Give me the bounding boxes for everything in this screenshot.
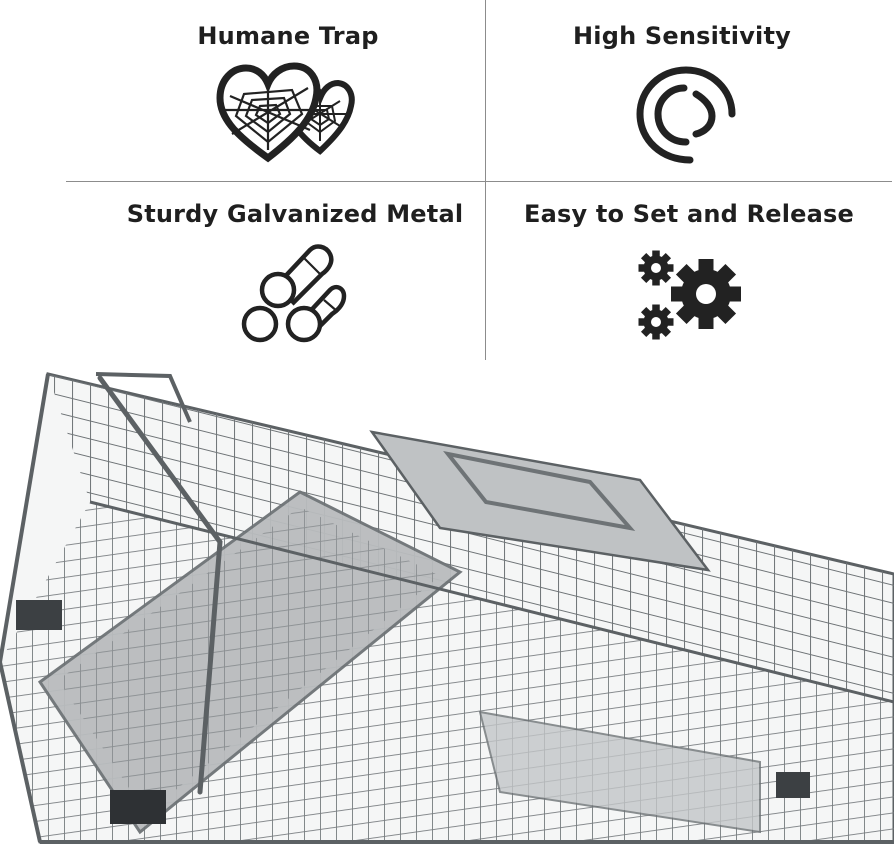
spiral-icon [636,66,736,164]
gears-icon [638,250,741,340]
cage-trap-image [0,372,894,844]
feature-label-sturdy-galvanized-metal: Sturdy Galvanized Metal [126,200,464,228]
vertical-divider [485,0,486,360]
metal-pipes-icon [241,244,347,343]
horizontal-divider [66,181,892,182]
feature-label-humane-trap: Humane Trap [197,22,379,50]
heart-web-icon [216,62,355,163]
feature-label-easy-to-set-and-release: Easy to Set and Release [523,200,855,228]
feature-label-high-sensitivity: High Sensitivity [573,22,791,50]
